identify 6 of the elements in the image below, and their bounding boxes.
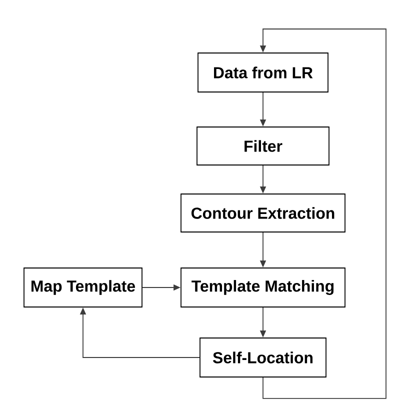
process-box: Contour Extraction <box>180 194 346 232</box>
process-box: Data from LR <box>198 52 328 92</box>
process-box: Map Template <box>24 268 142 308</box>
process-box: Filter <box>196 126 330 166</box>
process-box: Self-Location <box>200 338 326 378</box>
process-box: Template Matching <box>180 268 346 308</box>
